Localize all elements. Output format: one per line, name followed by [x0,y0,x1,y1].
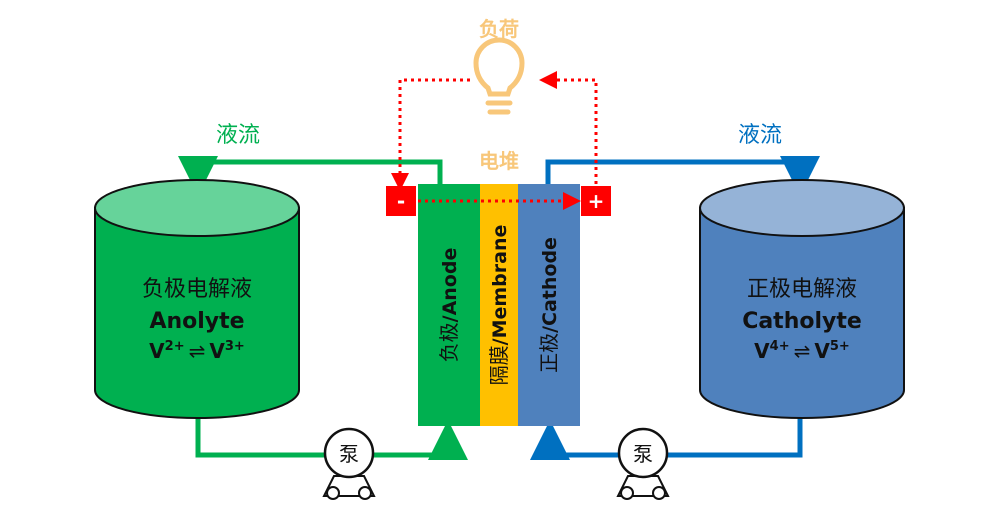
catholyte-tank [699,179,905,419]
membrane-strip-label: 隔膜/Membrane [487,225,511,386]
catholyte-equation: V4+⇌V5+ [754,339,850,363]
anode-strip-label: 负极/Anode [437,248,461,363]
flow-left-label: 液流 [216,123,260,148]
catholyte-label-cn: 正极电解液 [747,277,857,302]
circuit-right-wire [539,71,598,184]
anolyte-return-pipe [178,156,443,196]
negative-terminal-label: - [397,189,405,213]
pump-right-label: 泵 [633,442,653,466]
catholyte-feed-pipe [530,405,803,460]
anolyte-label-cn: 负极电解液 [142,277,252,302]
pump-left-label: 泵 [339,442,359,466]
load-label: 负荷 [479,17,519,41]
cathode-strip-label: 正极/Cathode [537,237,561,373]
catholyte-label-en: Catholyte [742,309,862,334]
anolyte-tank [94,179,300,419]
circuit-left-wire [391,78,470,191]
positive-terminal [581,186,611,216]
pump-right-icon [616,427,670,500]
membrane-strip [480,184,518,426]
pump-left-icon [322,427,376,500]
cathode-strip [518,184,580,426]
negative-terminal [386,186,416,216]
anode-strip [418,184,480,426]
anolyte-label-en: Anolyte [149,309,244,334]
lightbulb-icon [473,37,525,115]
positive-terminal-label: + [588,189,605,213]
catholyte-return-pipe [545,156,820,196]
stack-label: 电堆 [479,149,519,173]
anolyte-equation: V2+⇌V3+ [149,339,245,363]
anolyte-feed-pipe [195,405,468,460]
flow-right-label: 液流 [738,123,782,148]
